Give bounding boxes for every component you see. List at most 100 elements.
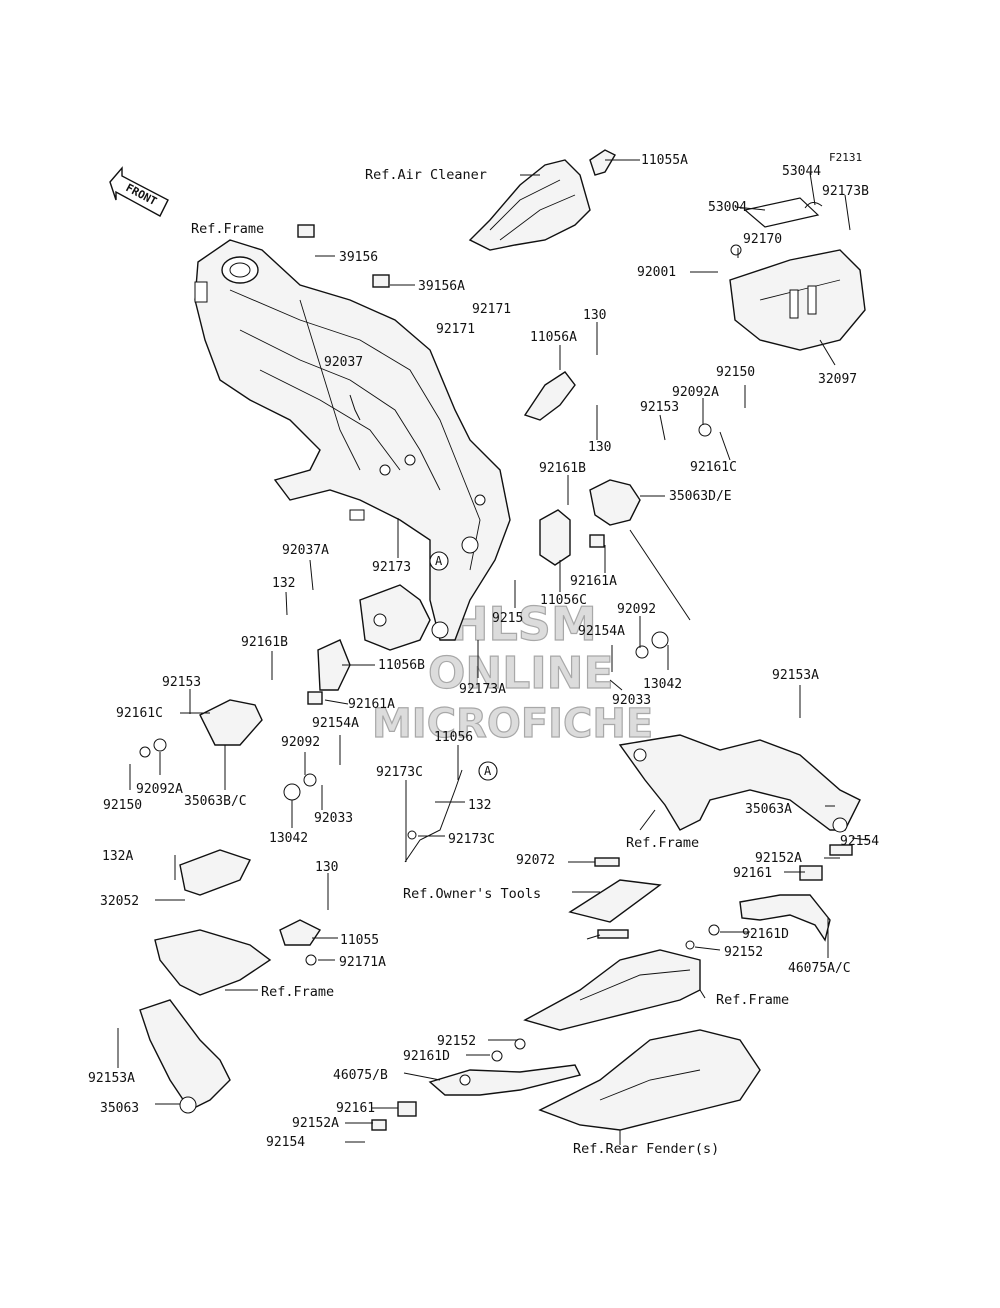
drawing-code: F2131 (829, 151, 862, 164)
part-number-label[interactable]: 46075A/C (788, 961, 851, 976)
part-number-label[interactable]: 92150 (716, 365, 755, 380)
part-number-label[interactable]: 92092 (617, 602, 656, 617)
part-number-label[interactable]: 35063D/E (669, 489, 732, 504)
part-number-label[interactable]: 92092A (136, 782, 183, 797)
part-number-label[interactable]: 132 (272, 576, 295, 591)
part-number-label[interactable]: 92152A (755, 851, 802, 866)
part-number-label[interactable]: 11055A (641, 153, 688, 168)
part-number-label[interactable]: 92173 (372, 560, 411, 575)
part-number-label[interactable]: 92154A (578, 624, 625, 639)
part-number-label[interactable]: 92153A (88, 1071, 135, 1086)
part-number-label[interactable]: 92171A (339, 955, 386, 970)
part-number-label[interactable]: 92037 (324, 355, 363, 370)
rear-subframe-drawing (523, 949, 701, 1031)
part-number-label[interactable]: 46075/B (333, 1068, 388, 1083)
part-number-label[interactable]: 11056C (540, 593, 587, 608)
part-number-label[interactable]: 39156 (339, 250, 378, 265)
part-number-label[interactable]: 92153 (640, 400, 679, 415)
part-number-label[interactable]: 92152 (437, 1034, 476, 1049)
rear-footpeg-right (685, 844, 853, 950)
rear-footrest-bracket-left (139, 849, 272, 1114)
part-number-label[interactable]: 132 (468, 798, 491, 813)
part-number-label[interactable]: 92033 (612, 693, 651, 708)
part-number-label[interactable]: 32097 (818, 372, 857, 387)
part-number-label[interactable]: 35063B/C (184, 794, 247, 809)
part-number-label[interactable]: 130 (583, 308, 606, 323)
part-number-label[interactable]: 32052 (100, 894, 139, 909)
part-number-label[interactable]: 92161C (690, 460, 737, 475)
part-number-label[interactable]: 92092 (281, 735, 320, 750)
part-number-label[interactable]: 92161C (116, 706, 163, 721)
part-number-label[interactable]: 92072 (516, 853, 555, 868)
svg-text:A: A (435, 554, 443, 568)
front-footpeg-bracket-right (523, 371, 712, 659)
part-number-label[interactable]: 13042 (643, 677, 682, 692)
part-number-label[interactable]: 92161 (336, 1101, 375, 1116)
battery-case-drawing (729, 197, 866, 351)
leader-lines (117, 159, 869, 1145)
part-number-label[interactable]: 92161B (539, 461, 586, 476)
part-39156 (297, 224, 315, 238)
part-number-label[interactable]: 92161B (241, 635, 288, 650)
part-number-label[interactable]: 132A (102, 849, 133, 864)
part-number-label[interactable]: 92152 (724, 945, 763, 960)
part-number-label[interactable]: 92033 (314, 811, 353, 826)
part-number-label[interactable]: 130 (315, 860, 338, 875)
part-number-label[interactable]: 11055 (340, 933, 379, 948)
part-number-label[interactable]: 92150 (103, 798, 142, 813)
part-number-label[interactable]: 92092A (672, 385, 719, 400)
ref-label: Ref.Rear Fender(s) (573, 1141, 719, 1157)
part-number-label[interactable]: 92161A (570, 574, 617, 589)
part-number-label[interactable]: 92154 (840, 834, 879, 849)
part-number-label[interactable]: 92153A (772, 668, 819, 683)
main-frame-drawing (194, 224, 511, 651)
part-number-label[interactable]: 92161 (733, 866, 772, 881)
part-number-label[interactable]: 53044 (782, 164, 821, 179)
ref-label: Ref.Frame (261, 984, 334, 1000)
part-number-label[interactable]: 92170 (743, 232, 782, 247)
part-number-label[interactable]: 11056 (434, 730, 473, 745)
watermark-line: HLSM (450, 597, 597, 651)
front-arrow-icon: FRONT (109, 166, 169, 217)
circle-ref-a: A (478, 761, 498, 781)
part-number-label[interactable]: 92153 (162, 675, 201, 690)
bracket-11055-drawing (279, 919, 322, 966)
part-number-label[interactable]: 53004 (708, 200, 747, 215)
part-number-label[interactable]: 92173B (822, 184, 869, 199)
part-39156a (372, 274, 390, 288)
rear-footpeg-left (371, 1038, 582, 1131)
part-number-label[interactable]: 92161A (348, 697, 395, 712)
part-number-label[interactable]: 92173A (459, 682, 506, 697)
part-number-label[interactable]: 92161D (742, 927, 789, 942)
ref-labels: Ref.Air CleanerRef.FrameRef.FrameRef.Own… (191, 167, 789, 1157)
part-number-label[interactable]: 130 (588, 440, 611, 455)
part-number-label[interactable]: 92152A (292, 1116, 339, 1131)
part-number-label[interactable]: 35063A (745, 802, 792, 817)
ref-label: Ref.Frame (716, 992, 789, 1008)
part-number-label[interactable]: 92173C (448, 832, 495, 847)
watermark: HLSM ONLINE MICROFICHE (371, 596, 653, 747)
part-number-label[interactable]: 92161D (403, 1049, 450, 1064)
rear-fender-drawing (538, 1029, 761, 1131)
part-number-label[interactable]: 92001 (637, 265, 676, 280)
part-number-label[interactable]: 11056A (530, 330, 577, 345)
ref-label: Ref.Frame (191, 221, 264, 237)
owners-tools-drawing (568, 857, 662, 939)
part-number-label[interactable]: 13042 (269, 831, 308, 846)
part-number-label[interactable]: 92171 (472, 302, 511, 317)
front-footpeg-bracket-left (139, 639, 351, 801)
part-number-label[interactable]: 92171 (436, 322, 475, 337)
part-number-label[interactable]: 92154A (312, 716, 359, 731)
watermark-line: ONLINE (428, 648, 614, 699)
watermark-line: MICROFICHE (372, 701, 653, 747)
svg-text:A: A (484, 764, 492, 778)
part-number-label[interactable]: 35063 (100, 1101, 139, 1116)
circle-ref-a: A (429, 551, 449, 571)
part-number-label[interactable]: 9215 (492, 611, 523, 626)
part-number-label[interactable]: 92173C (376, 765, 423, 780)
part-number-label[interactable]: 92037A (282, 543, 329, 558)
part-number-label[interactable]: 11056B (378, 658, 425, 673)
part-number-label[interactable]: 92154 (266, 1135, 305, 1150)
part-number-label[interactable]: 39156A (418, 279, 465, 294)
